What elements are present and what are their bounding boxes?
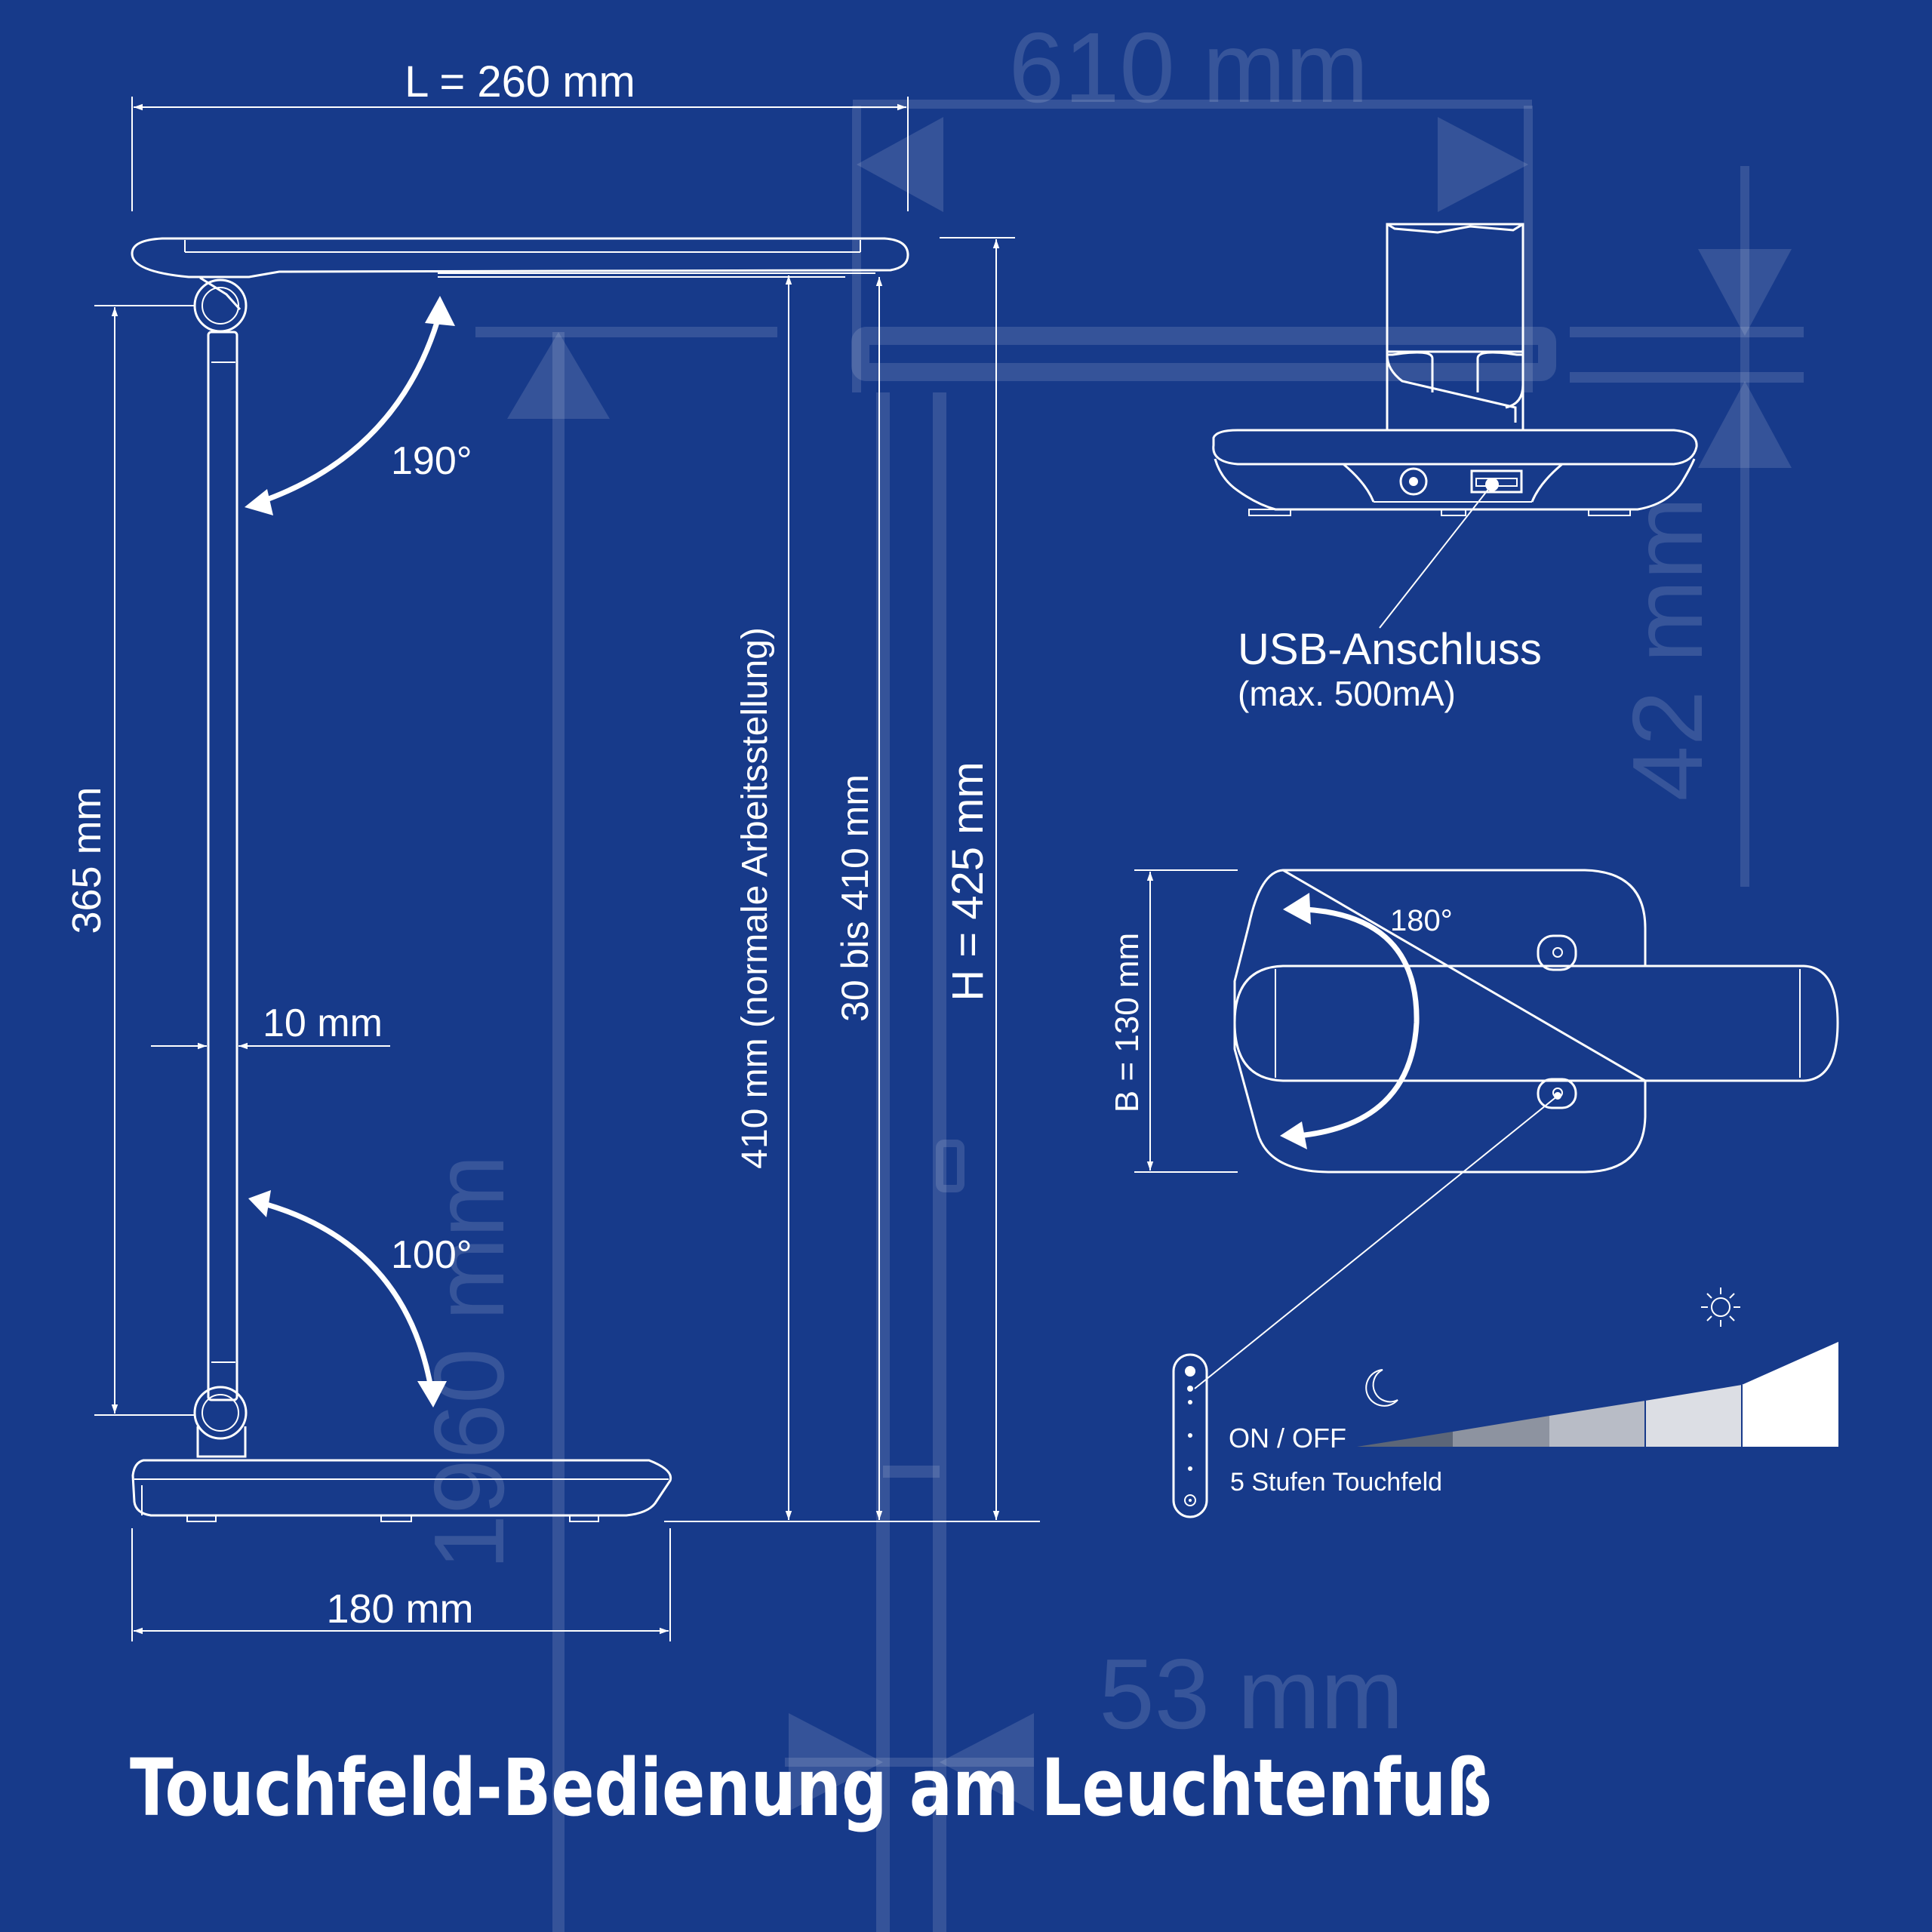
moon-icon bbox=[1365, 1369, 1398, 1407]
dimension-arm-thickness: 10 mm bbox=[263, 1001, 383, 1045]
dimension-working-height: 410 mm (normale Arbeitsstellung) bbox=[735, 627, 775, 1169]
touch-levels-label: 5 Stufen Touchfeld bbox=[1230, 1468, 1442, 1497]
bg-dimension-610: 610 mm bbox=[1009, 12, 1369, 123]
page-title: Touchfeld-Bedienung am Leuchtenfuß bbox=[130, 1742, 1492, 1834]
touch-strip bbox=[1172, 1353, 1208, 1518]
lamp-base bbox=[131, 1459, 672, 1517]
dimension-total-height: H = 425 mm bbox=[943, 761, 992, 1001]
touch-power-button bbox=[1184, 1494, 1196, 1506]
dimension-head-length: L = 260 mm bbox=[405, 57, 635, 106]
rear-view-base: USB-Anschluss (max. 500mA) bbox=[1212, 223, 1698, 713]
on-off-label: ON / OFF bbox=[1229, 1423, 1346, 1454]
usb-port-spec: (max. 500mA) bbox=[1238, 674, 1456, 713]
bg-dimension-1960: 1960 mm bbox=[414, 1155, 525, 1570]
side-view-dimensions: L = 260 mm 365 mm 10 mm 190° 100° 180 mm… bbox=[64, 57, 1040, 1641]
background-blueprint: 610 mm 42 mm 1960 mm 53 mm bbox=[414, 12, 1804, 1932]
sun-icon bbox=[1701, 1287, 1740, 1327]
angle-head-rotation: 190° bbox=[391, 439, 472, 483]
angle-arm-rotation: 100° bbox=[391, 1233, 472, 1277]
dimension-base-width: B = 130 mm bbox=[1109, 933, 1146, 1112]
touch-panel-detail: ON / OFF 5 Stufen Touchfeld bbox=[1172, 1092, 1838, 1518]
usb-port bbox=[1470, 469, 1523, 494]
lamp-head bbox=[131, 237, 909, 278]
arm-rotation-arc bbox=[261, 1201, 435, 1395]
bg-dimension-42: 42 mm bbox=[1612, 497, 1723, 801]
touch-level-dot-4 bbox=[1188, 1466, 1192, 1471]
top-view-base: 180° B = 130 mm bbox=[1109, 869, 1839, 1174]
angle-top-rotation: 180° bbox=[1390, 904, 1453, 937]
head-rotation-arc bbox=[257, 309, 443, 505]
dimension-height-range: 30 bis 410 mm bbox=[834, 774, 876, 1022]
touch-level-dot-1 bbox=[1185, 1366, 1195, 1377]
bottom-joint bbox=[193, 1386, 248, 1440]
bg-dimension-53: 53 mm bbox=[1099, 1638, 1403, 1749]
power-jack bbox=[1399, 467, 1428, 496]
usb-port-label: USB-Anschluss bbox=[1238, 625, 1542, 674]
dimension-arm-length: 365 mm bbox=[64, 786, 109, 934]
top-rotation-arc bbox=[1295, 906, 1420, 1139]
brightness-wedge bbox=[1357, 1342, 1838, 1447]
lamp-head-top bbox=[1233, 964, 1839, 1082]
dimension-base-length: 180 mm bbox=[326, 1586, 473, 1632]
touch-level-dot-3 bbox=[1188, 1433, 1192, 1438]
lamp-arm bbox=[207, 331, 238, 1401]
touch-level-dot-2 bbox=[1188, 1400, 1192, 1404]
